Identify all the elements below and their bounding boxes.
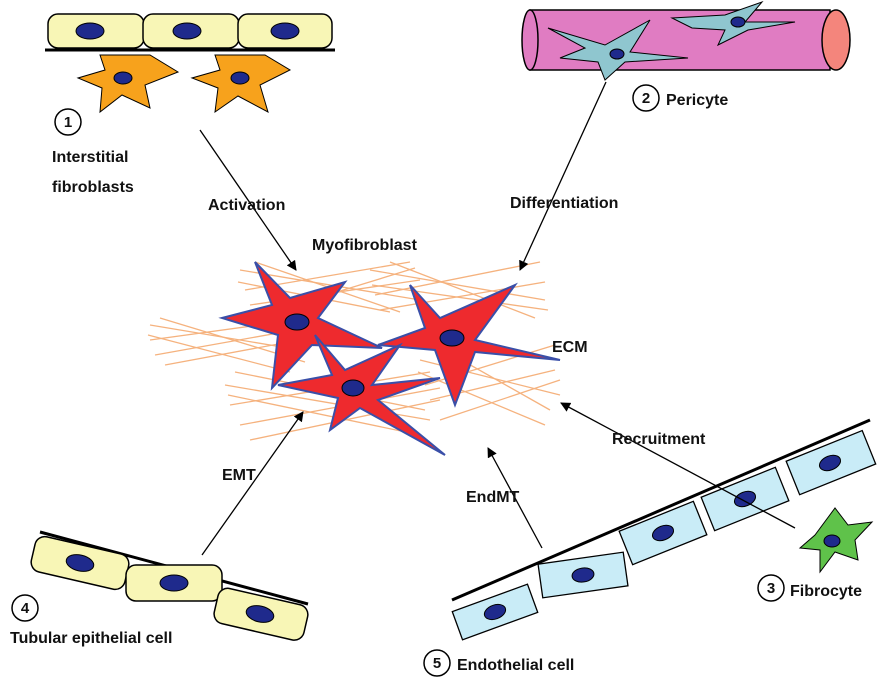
tubular-cell [30,535,130,591]
tubular-cell [213,587,309,641]
fibrocyte-label: Fibrocyte [790,583,862,600]
endmt-label: EndMT [466,489,520,506]
number-5: 5 [433,655,441,672]
blood-vessel [521,0,851,81]
activation-arrow [199,129,297,271]
endothelial-cell [785,429,877,496]
number-badge: 1 [54,108,82,136]
number-3: 3 [767,580,775,597]
endothelial-cell [537,551,629,599]
number-badge: 5 [423,649,451,677]
fibroblast-cell [190,54,292,114]
differentiation-label: Differentiation [510,195,618,212]
endmt-arrow [487,447,543,549]
number-badge: 4 [11,594,39,622]
number-1: 1 [64,114,72,131]
myofibroblast-cell [377,282,561,408]
pericyte-label: Pericyte [666,92,728,109]
endothelial-cell [451,583,539,641]
myofibroblast-label: Myofibroblast [312,237,418,254]
labels: Interstitial fibroblasts Pericyte Fibroc… [10,92,862,674]
tubular-cell [125,564,223,602]
endothelial-cell [618,500,708,566]
interstitial-label-line2: fibroblasts [52,179,134,196]
myofibroblast-cell [218,261,383,391]
myofibroblast-cells [218,261,561,456]
epithelial-cell [47,13,145,49]
fibrocyte-cell [798,507,874,574]
number-2: 2 [642,90,650,107]
endothelial-cell [700,466,790,532]
number-badge: 3 [757,574,785,602]
number-badges: 1 2 3 4 5 [11,84,785,677]
ecm-label: ECM [552,339,588,356]
tubular-epithelium [30,530,309,641]
myofibroblast-cell [277,334,446,456]
pericyte-cell [670,0,796,47]
recruitment-arrow [560,402,796,529]
emt-arrow [201,411,304,556]
interstitial-epithelium [45,13,335,52]
activation-label: Activation [208,197,285,214]
epithelial-cell [142,13,240,49]
number-4: 4 [21,600,30,617]
recruitment-label: Recruitment [612,431,706,448]
emt-label: EMT [222,467,256,484]
interstitial-fibroblasts [76,54,292,114]
interstitial-label-line1: Interstitial [52,149,128,166]
endothelium [451,418,877,641]
differentiation-arrow [519,81,607,271]
fibroblast-cell [76,54,180,114]
epithelial-cell [237,13,333,49]
number-badge: 2 [632,84,660,112]
endothelial-label: Endothelial cell [457,657,574,674]
tubular-label: Tubular epithelial cell [10,630,172,647]
pericyte-cell [547,19,689,81]
arrows [199,81,796,556]
